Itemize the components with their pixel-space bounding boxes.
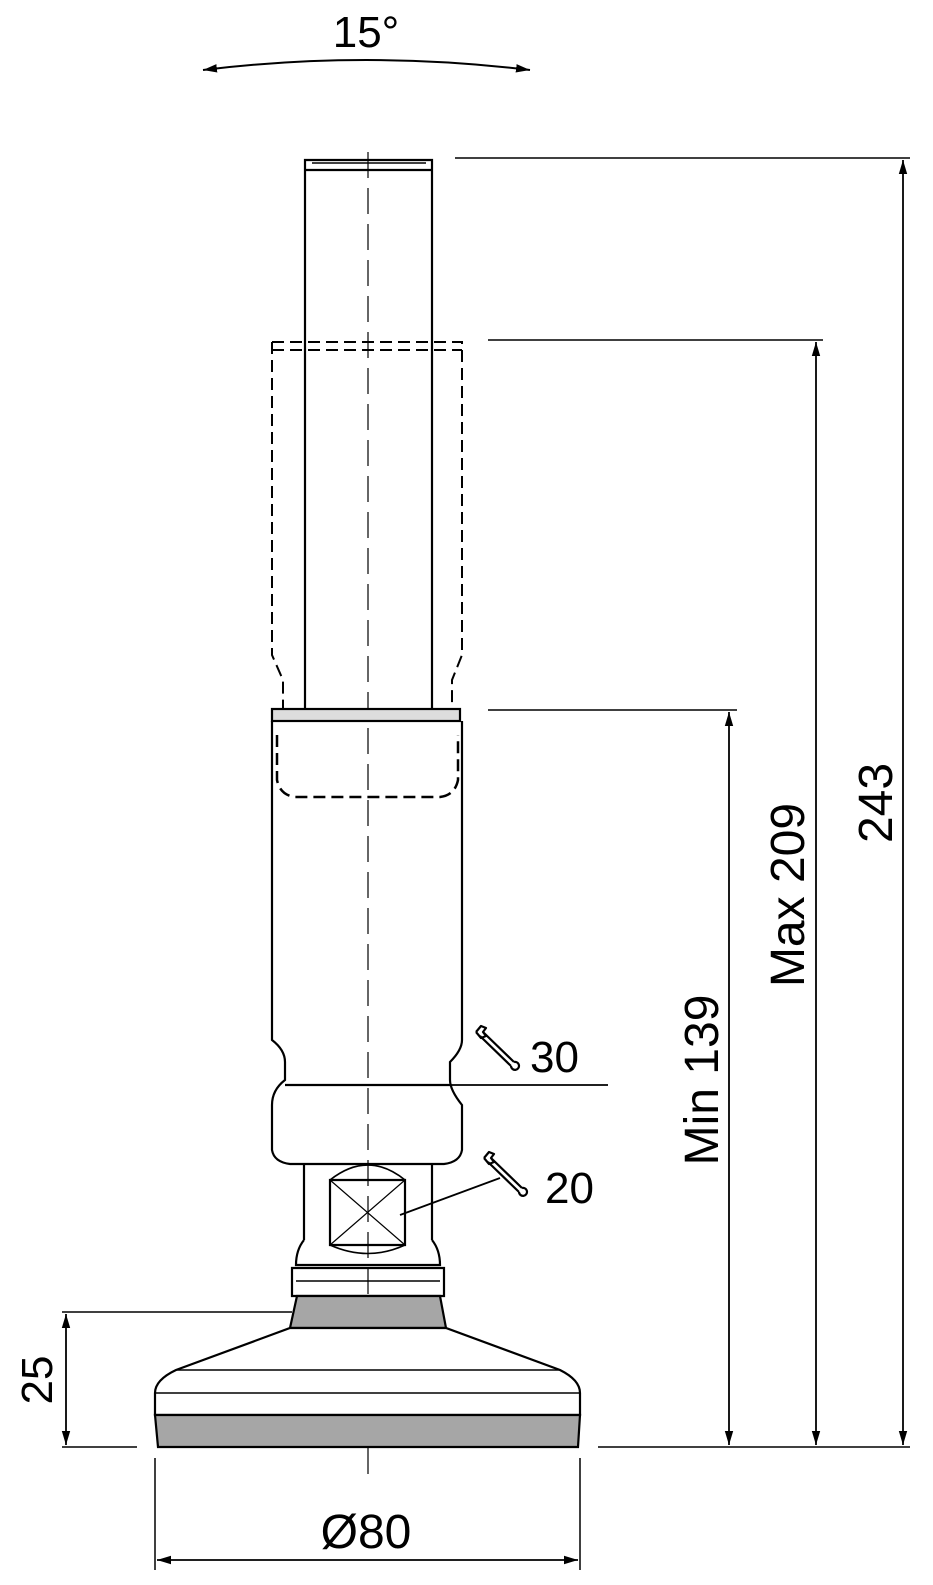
adjustment-housing — [270, 707, 464, 1166]
hex-neck — [290, 1164, 446, 1298]
tilt-angle-label: 15° — [333, 8, 400, 57]
extension-lines — [62, 157, 910, 1570]
dim-min-height: Min 139 — [676, 995, 729, 1166]
base-plate — [153, 1326, 582, 1449]
threaded-stem — [303, 158, 434, 714]
wrench20-leader — [399, 1177, 501, 1216]
dim-base-diameter: Ø80 — [321, 1506, 412, 1559]
wrench-upper-label: 30 — [530, 1033, 579, 1082]
dim-total-height: 243 — [850, 763, 903, 843]
wrench-size-upper: 30 — [474, 1024, 579, 1082]
wrench-icon — [482, 1150, 529, 1197]
anti-slip-pad — [153, 1413, 582, 1449]
ball-joint — [288, 1294, 448, 1330]
wrench-size-lower: 20 — [482, 1150, 594, 1213]
dimension-lines — [61, 160, 908, 1565]
tilt-arc — [202, 59, 531, 73]
dim-base-height: 25 — [13, 1356, 62, 1405]
wrench-icon — [474, 1024, 521, 1071]
max-position-housing-ghost — [271, 341, 463, 799]
tilt-angle-annotation: 15° — [202, 8, 531, 73]
dim-max-height: Max 209 — [762, 803, 815, 987]
wrench-lower-label: 20 — [545, 1164, 594, 1213]
